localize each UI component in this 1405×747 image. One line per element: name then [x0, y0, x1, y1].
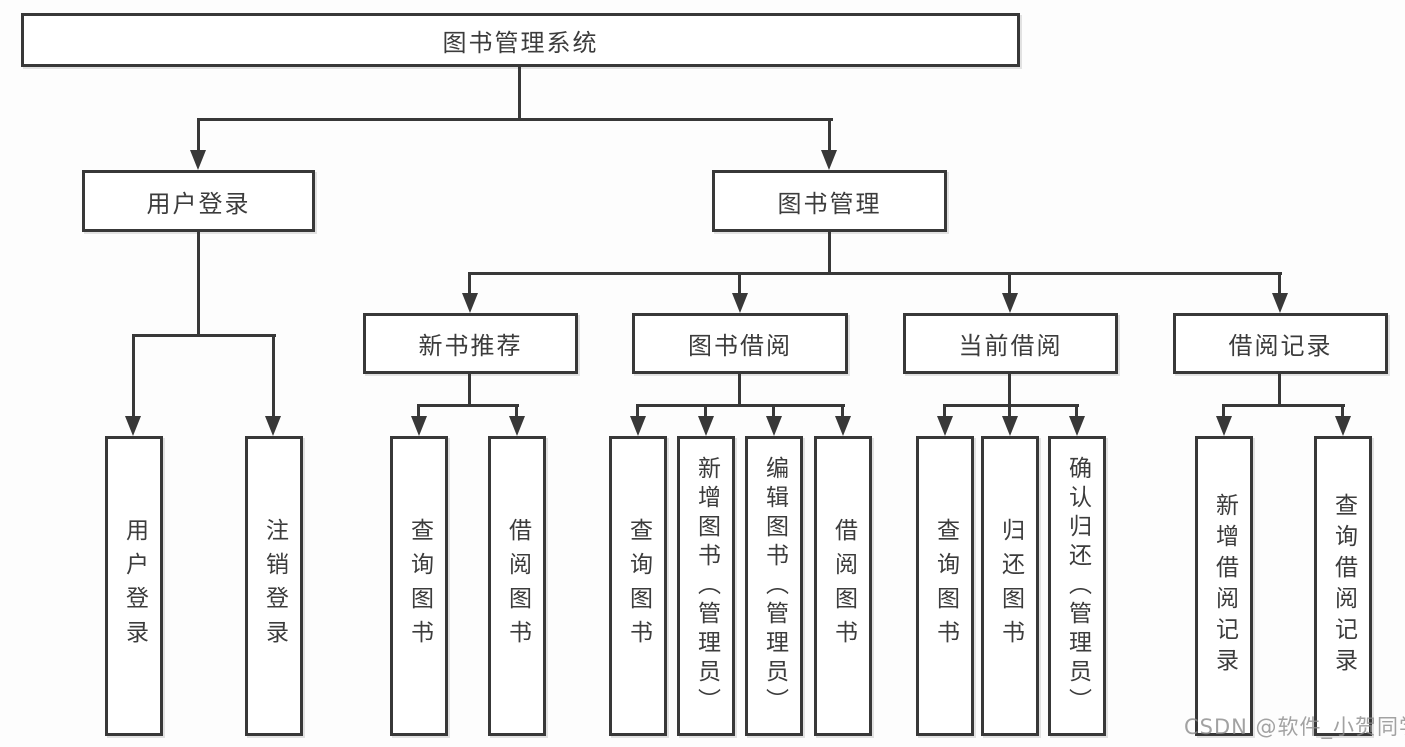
node-label: 当前借阅: [958, 332, 1063, 360]
arrow-down-icon: [190, 150, 206, 170]
arrow-down-icon: [411, 416, 427, 436]
connector-drop: [272, 334, 275, 418]
connector-drop: [1075, 404, 1078, 418]
arrow-down-icon: [821, 150, 837, 170]
leaf-add-borrow-record: 新增借阅记录: [1195, 436, 1253, 736]
arrow-down-icon: [698, 416, 714, 436]
leaf-query-books: 查询图书: [609, 436, 667, 736]
leaf-query-borrow-record: 查询借阅记录: [1314, 436, 1372, 736]
connector-drop: [1222, 404, 1225, 418]
node-label: 新增借阅记录: [1211, 493, 1238, 679]
arrow-down-icon: [732, 293, 748, 313]
csdn-watermark: CSDN @软件_小贺同学: [1184, 715, 1405, 739]
arrow-down-icon: [630, 416, 646, 436]
node-root: 图书管理系统: [21, 13, 1020, 67]
node-label: 编辑图书（管理员）: [761, 455, 788, 717]
leaf-logout: 注销登录: [245, 436, 303, 736]
connector-branch: [417, 404, 519, 407]
node-current-borrow: 当前借阅: [903, 313, 1118, 374]
node-label: 查询图书: [932, 518, 959, 654]
node-root-label: 图书管理系统: [442, 28, 599, 57]
connector-branch: [943, 404, 1079, 407]
connector-drop: [1008, 272, 1011, 294]
node-label: 用户登录: [146, 189, 251, 218]
connector-branch: [636, 404, 845, 407]
arrow-down-icon: [1069, 416, 1085, 436]
connector-drop: [515, 404, 518, 418]
leaf-return-books: 归还图书: [981, 436, 1039, 736]
node-label: 查询图书: [406, 518, 433, 654]
connector-stem: [1278, 374, 1281, 406]
connector-drop: [1278, 272, 1281, 294]
node-label: 用户登录: [121, 518, 148, 654]
connector-drop: [468, 272, 471, 294]
arrow-down-icon: [766, 416, 782, 436]
leaf-user-login: 用户登录: [105, 436, 163, 736]
node-label: 新增图书（管理员）: [693, 455, 720, 717]
leaf-query-books: 查询图书: [916, 436, 974, 736]
node-book-borrow: 图书借阅: [632, 313, 848, 374]
node-label: 借阅图书: [504, 518, 531, 654]
connector-book-management-branch: [468, 272, 1282, 275]
arrow-down-icon: [1002, 293, 1018, 313]
connector-drop-user-login: [197, 118, 200, 154]
arrow-down-icon: [1335, 416, 1351, 436]
node-user-login: 用户登录: [82, 170, 315, 232]
node-book-management: 图书管理: [712, 170, 947, 232]
connector-drop: [1008, 404, 1011, 418]
leaf-borrow-books: 借阅图书: [488, 436, 546, 736]
connector-drop: [636, 404, 639, 418]
connector-root-branch: [197, 118, 833, 121]
connector-drop: [1341, 404, 1344, 418]
connector-book-management-stem: [828, 232, 831, 274]
arrow-down-icon: [835, 416, 851, 436]
connector-user-login-branch: [132, 334, 276, 337]
connector-branch: [1222, 404, 1345, 407]
leaf-confirm-return-admin: 确认归还（管理员）: [1048, 436, 1106, 736]
node-borrow-records: 借阅记录: [1173, 313, 1388, 374]
connector-drop: [943, 404, 946, 418]
node-label: 新书推荐: [418, 332, 523, 360]
connector-drop: [132, 334, 135, 418]
connector-stem: [738, 374, 741, 406]
leaf-edit-books-admin: 编辑图书（管理员）: [745, 436, 803, 736]
connector-drop: [738, 272, 741, 294]
node-label: 确认归还（管理员）: [1064, 455, 1091, 717]
arrow-down-icon: [265, 416, 281, 436]
connector-drop: [704, 404, 707, 418]
leaf-borrow-books: 借阅图书: [814, 436, 872, 736]
connector-drop: [841, 404, 844, 418]
connector-drop: [417, 404, 420, 418]
connector-drop: [772, 404, 775, 418]
node-label: 注销登录: [261, 518, 288, 654]
arrow-down-icon: [1216, 416, 1232, 436]
arrow-down-icon: [509, 416, 525, 436]
node-label: 归还图书: [997, 518, 1024, 654]
arrow-down-icon: [125, 416, 141, 436]
node-label: 查询图书: [625, 518, 652, 654]
connector-drop-book-management: [828, 118, 831, 154]
connector-user-login-stem: [197, 232, 200, 336]
connector-stem: [1008, 374, 1011, 406]
node-label: 查询借阅记录: [1330, 493, 1357, 679]
node-label: 图书管理: [777, 189, 882, 218]
node-label: 图书借阅: [688, 332, 792, 360]
arrow-down-icon: [1272, 293, 1288, 313]
node-label: 借阅记录: [1228, 332, 1333, 360]
leaf-query-books: 查询图书: [390, 436, 448, 736]
connector-stem: [468, 374, 471, 406]
arrow-down-icon: [937, 416, 953, 436]
leaf-add-books-admin: 新增图书（管理员）: [677, 436, 735, 736]
node-label: 借阅图书: [830, 518, 857, 654]
arrow-down-icon: [462, 293, 478, 313]
node-new-book-recommend: 新书推荐: [363, 313, 578, 374]
arrow-down-icon: [1002, 416, 1018, 436]
connector-root-stem: [518, 67, 521, 120]
